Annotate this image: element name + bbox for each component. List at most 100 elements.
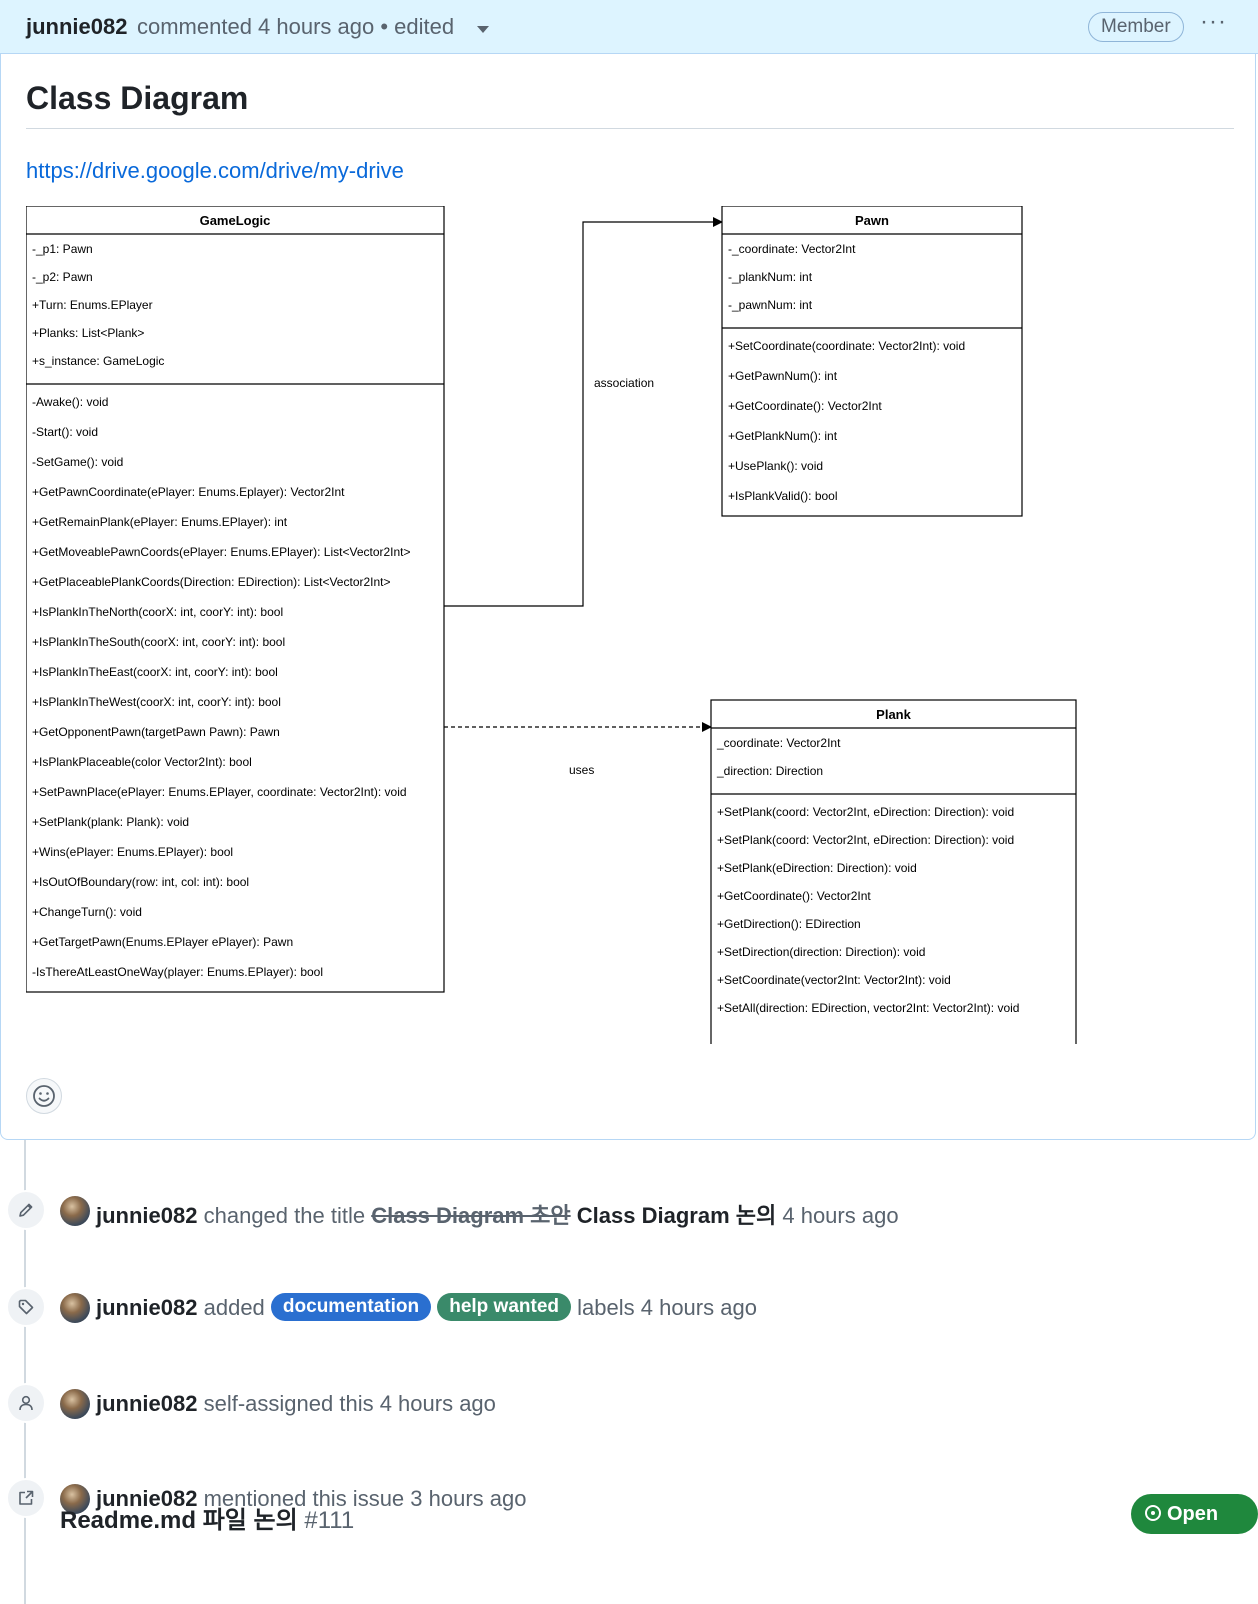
uml-class-frame <box>721 206 1023 517</box>
uml-method: +SetPlank(eDirection: Direction): void <box>717 861 917 875</box>
event-author[interactable]: junnie082 <box>96 1295 198 1320</box>
uml-attribute: +Planks: List<Plank> <box>32 326 144 340</box>
uml-method: +IsPlankInTheEast(coorX: int, coorY: int… <box>32 665 278 679</box>
person-icon <box>19 1395 33 1411</box>
uml-method: +SetPlank(coord: Vector2Int, eDirection:… <box>717 805 1014 819</box>
uml-method: +SetCoordinate(coordinate: Vector2Int): … <box>728 339 965 353</box>
referenced-issue-title[interactable]: Readme.md 파일 논의 <box>60 1507 298 1534</box>
uml-attribute: -_pawnNum: int <box>728 298 813 312</box>
new-title: Class Diagram 논의 <box>576 1203 777 1228</box>
timeline-badge-cross-reference <box>6 1478 46 1518</box>
avatar[interactable] <box>60 1389 90 1419</box>
smiley-icon <box>33 1085 55 1107</box>
uml-class-frame <box>710 699 1077 1044</box>
event-author[interactable]: junnie082 <box>96 1203 198 1228</box>
uml-method: +GetPlankNum(): int <box>728 429 838 443</box>
timeline-badge-person <box>6 1383 46 1423</box>
avatar[interactable] <box>60 1196 90 1226</box>
pencil-icon <box>19 1203 33 1217</box>
uml-method: +SetDirection(direction: Direction): voi… <box>717 945 925 959</box>
uml-method: +GetPlaceablePlankCoords(Direction: EDir… <box>32 575 391 589</box>
uml-class-name: Pawn <box>855 213 889 228</box>
class-diagram-svg: association uses GameLogic -_p1: Pawn -_p2… <box>26 206 1077 1044</box>
event-author[interactable]: junnie082 <box>96 1486 198 1511</box>
avatar[interactable] <box>60 1484 90 1514</box>
member-badge: Member <box>1088 12 1184 42</box>
timeline-badge-label <box>6 1287 46 1327</box>
uml-attribute: -_p2: Pawn <box>32 270 93 284</box>
event-time[interactable]: 4 hours ago <box>782 1203 899 1228</box>
label-help-wanted[interactable]: help wanted <box>437 1293 572 1322</box>
uml-method: -IsThereAtLeastOneWay(player: Enums.EPla… <box>32 965 323 979</box>
uml-method: +GetCoordinate(): Vector2Int <box>717 889 871 903</box>
uml-method: +SetAll(direction: EDirection, vector2In… <box>717 1001 1019 1015</box>
timeline-badge-edit <box>6 1190 46 1230</box>
uml-method: +IsOutOfBoundary(row: int, col: int): bo… <box>32 875 249 889</box>
class-diagram-image: association uses GameLogic -_p1: Pawn -_p2… <box>26 206 1234 1044</box>
event-action: mentioned this issue 3 hours ago <box>203 1486 527 1511</box>
uml-method: +SetPlank(coord: Vector2Int, eDirection:… <box>717 833 1014 847</box>
uml-method: +SetCoordinate(vector2Int: Vector2Int): … <box>717 973 951 987</box>
uml-method: +GetPawnCoordinate(ePlayer: Enums.Eplaye… <box>32 485 345 499</box>
uml-method: -Awake(): void <box>32 395 108 409</box>
uses-label: uses <box>569 763 594 777</box>
event-action: self-assigned this 4 hours ago <box>203 1391 496 1416</box>
referenced-issue-number: #111 <box>304 1507 355 1534</box>
timeline-line <box>24 1140 26 1604</box>
class-boxes: GameLogic -_p1: Pawn -_p2: Pawn +Turn: Enum… <box>26 206 1077 1044</box>
issue-state-badge: Open <box>1131 1494 1258 1534</box>
event-time: labels 4 hours ago <box>577 1295 757 1320</box>
uml-class-name: GameLogic <box>200 213 271 228</box>
uml-method: +GetCoordinate(): Vector2Int <box>728 399 882 413</box>
uml-attribute: -_p1: Pawn <box>32 242 93 256</box>
edited-dropdown-icon[interactable] <box>477 26 489 33</box>
add-reaction-button[interactable] <box>26 1078 62 1114</box>
event-action: changed the title <box>203 1203 366 1228</box>
association-label: association <box>594 376 654 390</box>
event-action: added <box>203 1295 265 1320</box>
old-title: Class Diagram 초안 <box>371 1203 571 1228</box>
uml-method: +UsePlank(): void <box>728 459 823 473</box>
uml-method: +SetPlank(plank: Plank): void <box>32 815 189 829</box>
more-options-icon[interactable]: ··· <box>1200 8 1227 35</box>
comment-heading: Class Diagram <box>26 80 249 116</box>
labels-event: junnie082 added documentation help wante… <box>96 1293 757 1323</box>
uml-attribute: -_coordinate: Vector2Int <box>728 242 856 256</box>
comment-author[interactable]: junnie082 <box>26 14 128 39</box>
uml-method: +GetMoveablePawnCoords(ePlayer: Enums.EP… <box>32 545 411 559</box>
cross-reference-icon <box>19 1490 34 1505</box>
issue-opened-icon <box>1145 1505 1161 1521</box>
uml-method: +GetPawnNum(): int <box>728 369 838 383</box>
uml-method: +IsPlankInTheNorth(coorX: int, coorY: in… <box>32 605 283 619</box>
referenced-issue-link[interactable]: Readme.md 파일 논의 #111 <box>60 1500 354 1535</box>
uml-method: +IsPlankInTheSouth(coorX: int, coorY: in… <box>32 635 285 649</box>
uml-method: -SetGame(): void <box>32 455 123 469</box>
uml-method: +ChangeTurn(): void <box>32 905 142 919</box>
event-author[interactable]: junnie082 <box>96 1391 198 1416</box>
uml-attribute: +s_instance: GameLogic <box>32 354 164 368</box>
drive-link[interactable]: https://drive.google.com/drive/my-drive <box>26 158 404 183</box>
uml-class-name: Plank <box>876 707 911 722</box>
uml-class-pawn: Pawn-_coordinate: Vector2Int-_plankNum: … <box>721 206 1023 517</box>
uml-method: +IsPlankValid(): bool <box>728 489 838 503</box>
avatar[interactable] <box>60 1293 90 1323</box>
comment-header: junnie082 commented 4 hours ago • edited… <box>0 0 1258 54</box>
issue-state-label: Open <box>1167 1503 1219 1525</box>
uml-method: +SetPawnPlace(ePlayer: Enums.EPlayer, co… <box>32 785 407 799</box>
title-change-event: junnie082 changed the title Class Diagra… <box>96 1198 899 1230</box>
uml-attribute: _direction: Direction <box>716 764 823 778</box>
uml-method: +GetRemainPlank(ePlayer: Enums.EPlayer):… <box>32 515 288 529</box>
uml-attribute: _coordinate: Vector2Int <box>716 736 841 750</box>
association-connector <box>444 217 723 607</box>
mention-event: junnie082 mentioned this issue 3 hours a… <box>96 1486 526 1512</box>
uml-class-gamelogic: GameLogic -_p1: Pawn -_p2: Pawn +Turn: Enum… <box>26 206 445 993</box>
uml-attribute: +Turn: Enums.EPlayer <box>32 298 153 312</box>
uml-method: +GetOpponentPawn(targetPawn Pawn): Pawn <box>32 725 280 739</box>
uml-method: +GetTargetPawn(Enums.EPlayer ePlayer): P… <box>32 935 293 949</box>
label-documentation[interactable]: documentation <box>270 1293 432 1322</box>
tag-icon <box>18 1299 34 1315</box>
uml-method: +Wins(ePlayer: Enums.EPlayer): bool <box>32 845 233 859</box>
uml-method: +IsPlankPlaceable(color Vector2Int): boo… <box>32 755 252 769</box>
assign-event: junnie082 self-assigned this 4 hours ago <box>96 1391 496 1417</box>
uml-class-plank: Plank _coordinate: Vector2Int _direction: … <box>710 699 1077 1044</box>
